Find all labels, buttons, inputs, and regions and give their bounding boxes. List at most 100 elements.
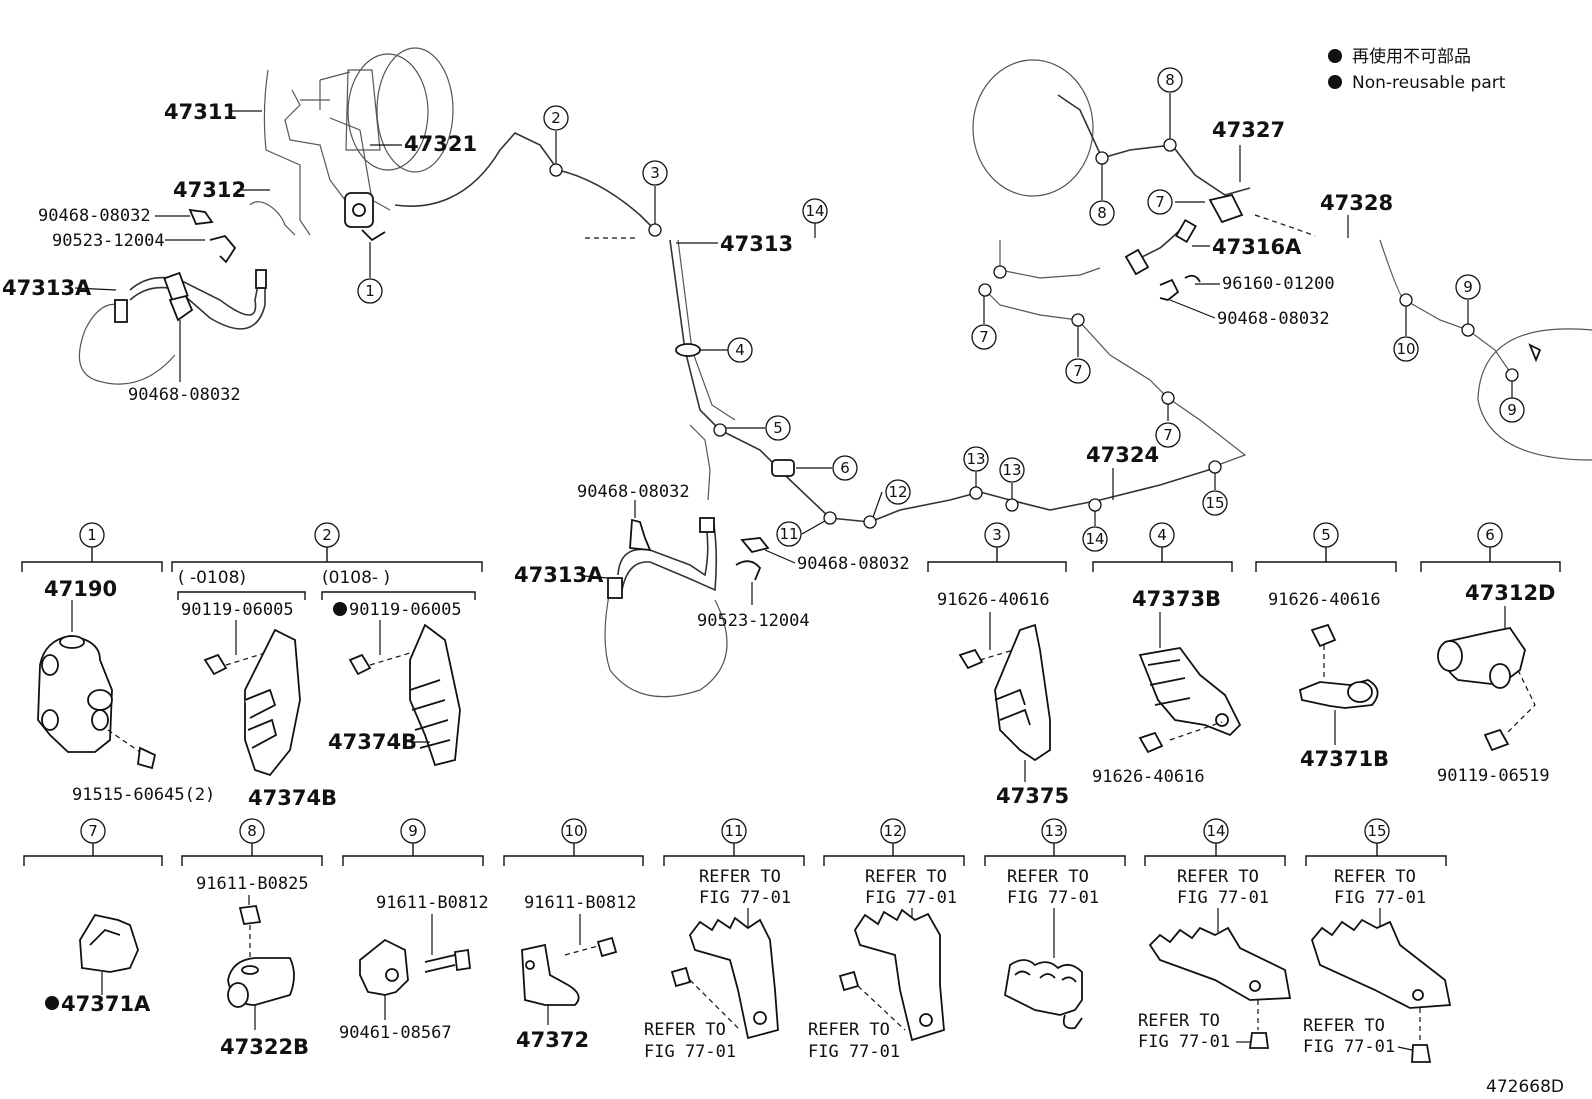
label-47327: 47327 — [1212, 118, 1285, 142]
flex-hose-left — [78, 208, 267, 385]
g2-bolt-b: 90119-06005 — [349, 600, 462, 620]
group-2-number: 2 — [322, 526, 332, 544]
group-1-number: 1 — [87, 526, 97, 544]
detail-row-2: 7 8 9 10 11 12 13 14 15 47371A 91611-B08… — [23, 818, 1452, 1063]
g1-bolt: 91515-60645(2) — [72, 785, 215, 805]
label-96160-01200: 96160-01200 — [1222, 274, 1335, 294]
legend: 再使用不可部品 Non-reusable part — [1328, 46, 1506, 93]
callout-7c: 7 — [1073, 362, 1083, 380]
flex-hose-mid — [604, 517, 770, 698]
label-90523-12004-a: 90523-12004 — [52, 231, 165, 251]
label-47313: 47313 — [720, 232, 793, 256]
upper-part-labels: 47311 47321 47312 90468-08032 90523-1200… — [2, 100, 1393, 631]
group-8-number: 8 — [247, 822, 257, 840]
g1-part-47190: 47190 — [44, 577, 117, 601]
g3-part: 47375 — [996, 784, 1069, 808]
label-90468-08032-b: 90468-08032 — [128, 385, 241, 405]
group-14-number: 14 — [1206, 822, 1225, 840]
callout-7b: 7 — [979, 328, 989, 346]
callout-6: 6 — [840, 459, 850, 477]
callout-11: 11 — [779, 525, 798, 543]
leader-lines — [74, 93, 1513, 605]
g2-range-a: ( -0108) — [178, 568, 246, 588]
upper-callouts: 1 2 3 4 5 6 11 12 13 13 14 14 15 8 8 7 7… — [357, 67, 1525, 552]
g13-ref-top-2: FIG 77-01 — [1007, 888, 1099, 908]
label-47313A-left: 47313A — [2, 276, 92, 300]
callout-5: 5 — [773, 419, 783, 437]
label-47313A-mid: 47313A — [514, 563, 604, 587]
callout-7a: 7 — [1155, 193, 1165, 211]
callout-9a: 9 — [1463, 278, 1473, 296]
master-cylinder-assembly — [249, 47, 559, 242]
group-13-number: 13 — [1044, 822, 1063, 840]
g11-ref-bot-2: FIG 77-01 — [644, 1042, 736, 1062]
g4-part: 47373B — [1132, 587, 1221, 611]
g2-range-b: (0108- ) — [322, 568, 390, 588]
g10-bolt: 91611-B0812 — [524, 893, 637, 913]
label-47316A: 47316A — [1212, 235, 1302, 259]
label-90468-08032-d: 90468-08032 — [577, 482, 690, 502]
g2-clamp-b: 47374B — [328, 730, 417, 754]
g10-part: 47372 — [516, 1028, 589, 1052]
rear-brake-lines — [972, 59, 1592, 466]
non-reusable-marker-icon — [1328, 49, 1342, 63]
g7-part: 47371A — [61, 992, 151, 1016]
callout-9b: 9 — [1507, 401, 1517, 419]
label-47311: 47311 — [164, 100, 237, 124]
non-reusable-marker-icon — [333, 602, 347, 616]
callout-12: 12 — [888, 483, 907, 501]
group-11-number: 11 — [724, 822, 743, 840]
g11-ref-bot-1: REFER TO — [644, 1020, 726, 1040]
group-5-number: 5 — [1321, 526, 1331, 544]
group-3-number: 3 — [992, 526, 1002, 544]
callout-13a: 13 — [966, 450, 985, 468]
group-15-number: 15 — [1367, 822, 1386, 840]
callout-8a: 8 — [1165, 71, 1175, 89]
g2-bolt-a: 90119-06005 — [181, 600, 294, 620]
label-90468-08032-c: 90468-08032 — [1217, 309, 1330, 329]
callout-13b: 13 — [1002, 461, 1021, 479]
callout-4: 4 — [735, 341, 745, 359]
g4-bolt: 91626-40616 — [1092, 767, 1205, 787]
callout-3: 3 — [650, 164, 660, 182]
g14-ref-top-2: FIG 77-01 — [1177, 888, 1269, 908]
g9-part: 90461-08567 — [339, 1023, 452, 1043]
g6-bolt: 90119-06519 — [1437, 766, 1550, 786]
g11-ref-top-2: FIG 77-01 — [699, 888, 791, 908]
callout-10: 10 — [1396, 340, 1415, 358]
figure-id: 472668D — [1486, 1077, 1564, 1097]
group-6-number: 6 — [1485, 526, 1495, 544]
g12-ref-bot-2: FIG 77-01 — [808, 1042, 900, 1062]
g2-clamp-a: 47374B — [248, 786, 337, 810]
legend-jp: 再使用不可部品 — [1352, 46, 1471, 67]
group-4-number: 4 — [1157, 526, 1167, 544]
g12-ref-top-1: REFER TO — [865, 867, 947, 887]
callout-14b: 14 — [805, 202, 824, 220]
callout-15: 15 — [1205, 494, 1224, 512]
g15-ref-bot-1: REFER TO — [1303, 1016, 1385, 1036]
label-47312: 47312 — [173, 178, 246, 202]
g5-part: 47371B — [1300, 747, 1389, 771]
g15-ref-bot-2: FIG 77-01 — [1303, 1037, 1395, 1057]
label-47324: 47324 — [1086, 443, 1159, 467]
callout-8b: 8 — [1097, 204, 1107, 222]
g11-ref-top-1: REFER TO — [699, 867, 781, 887]
g14-ref-top-1: REFER TO — [1177, 867, 1259, 887]
callout-14a: 14 — [1085, 530, 1104, 548]
non-reusable-marker-icon — [1328, 75, 1342, 89]
g6-part: 47312D — [1465, 581, 1556, 605]
g14-ref-bot-2: FIG 77-01 — [1138, 1032, 1230, 1052]
legend-en: Non-reusable part — [1352, 73, 1506, 93]
g14-ref-bot-1: REFER TO — [1138, 1011, 1220, 1031]
main-brake-line — [557, 169, 1216, 523]
group-12-number: 12 — [883, 822, 902, 840]
callout-7d: 7 — [1163, 426, 1173, 444]
g8-bolt: 91611-B0825 — [196, 874, 309, 894]
g8-part: 47322B — [220, 1035, 309, 1059]
junction-dots — [549, 138, 1519, 529]
g15-ref-top-1: REFER TO — [1334, 867, 1416, 887]
g12-ref-top-2: FIG 77-01 — [865, 888, 957, 908]
label-90468-08032-a: 90468-08032 — [38, 206, 151, 226]
g5-bolt: 91626-40616 — [1268, 590, 1381, 610]
